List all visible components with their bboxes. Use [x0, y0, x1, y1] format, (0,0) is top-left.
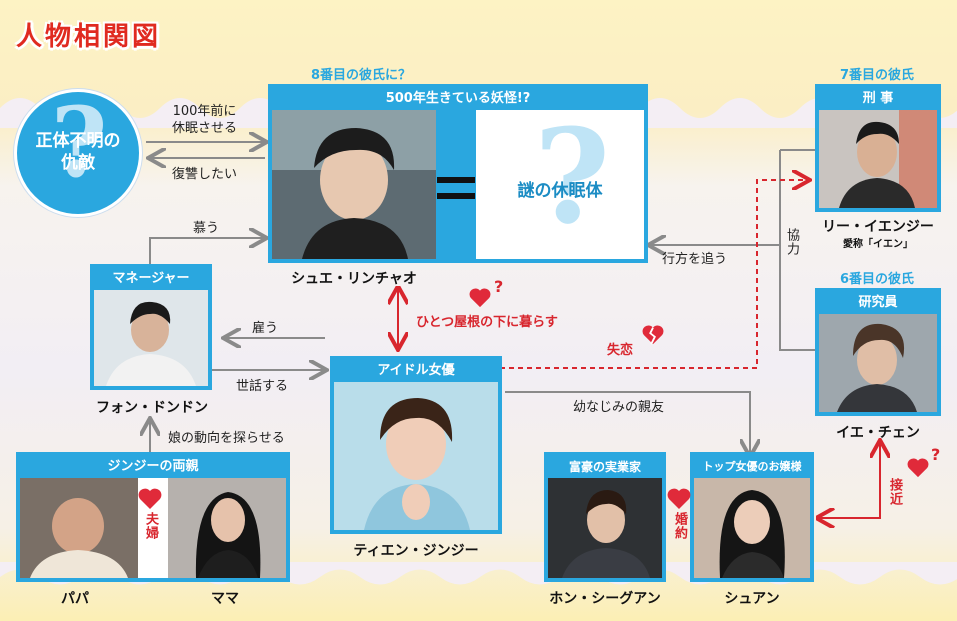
tycoon-photo	[548, 478, 662, 578]
boyfriend6-name: イエ・チェン	[836, 425, 920, 441]
line-cooperate-bottom	[779, 245, 815, 351]
couple-label: 夫婦	[143, 512, 158, 540]
relation-slept-100: 100年前に 休眠させる	[172, 104, 238, 136]
mystery-question-icon: ?	[534, 100, 611, 253]
love-heart-icon	[469, 288, 491, 308]
relation-hire: 雇う	[252, 321, 279, 336]
question-mark-icon: ?	[51, 86, 108, 199]
unknown-enemy-circle: ? 正体不明の 仇敵	[14, 86, 142, 217]
main-character-name: シュエ・リンチャオ	[291, 271, 417, 287]
relation-monitor: 娘の動向を探らせる	[168, 431, 285, 446]
boyfriend6-photo	[819, 314, 937, 412]
arrow-heartbreak	[500, 180, 808, 369]
engaged-heart-icon	[667, 488, 691, 509]
boyfriend7-card: 刑 事	[815, 84, 941, 212]
relation-approach: 接近	[887, 478, 902, 506]
boyfriend7-header: 刑 事	[862, 91, 894, 106]
boyfriend6-card: 研究員	[815, 288, 941, 416]
manager-name: フォン・ドンドン	[96, 400, 208, 416]
relation-care: 世話する	[236, 379, 289, 394]
relation-live-together: ひとつ屋根の下に暮らす	[416, 315, 558, 330]
parents-header: ジンジーの両親	[107, 459, 199, 474]
arrow-track	[650, 150, 781, 245]
relation-cooperate: 協力	[784, 228, 799, 256]
main-character-header: 500年生きている妖怪!?	[385, 91, 531, 106]
heiress-card: トップ女優のお嬢様	[690, 452, 814, 582]
mama-name: ママ	[211, 591, 239, 607]
boyfriend6-header: 研究員	[858, 295, 898, 310]
approach-heart-icon	[907, 458, 929, 478]
mystery-body-panel: ? 謎の休眠体	[476, 100, 644, 259]
idol-name: ティエン・ジンジー	[353, 543, 479, 559]
question-mark-icon-2: ?	[931, 445, 941, 464]
heiress-photo	[694, 478, 810, 578]
relation-track: 行方を追う	[662, 252, 728, 267]
manager-card: マネージャー	[90, 264, 212, 390]
boyfriend7-top-label: 7番目の彼氏	[839, 68, 915, 83]
arrow-childhood-friend	[505, 391, 750, 455]
heiress-header: トップ女優のお嬢様	[702, 460, 802, 473]
boyfriend6-top-label: 6番目の彼氏	[839, 272, 915, 287]
unknown-enemy-label: 正体不明の 仇敵	[35, 131, 121, 173]
boyfriend7-photo	[819, 110, 937, 208]
papa-name: パパ	[61, 591, 89, 607]
question-mark-icon-1: ?	[494, 277, 504, 296]
broken-heart-icon	[642, 325, 664, 345]
relation-revenge: 復讐したい	[172, 167, 238, 182]
papa-photo	[20, 478, 138, 578]
boyfriend7-nickname: 愛称「イエン」	[843, 239, 913, 250]
arrow-approach	[820, 442, 880, 518]
main-character-photo	[272, 110, 436, 259]
tycoon-name: ホン・シーグアン	[549, 591, 661, 607]
idol-card: アイドル女優	[330, 356, 502, 534]
idol-header: アイドル女優	[377, 363, 455, 378]
page-title: 人物相関図	[16, 22, 162, 52]
relation-childhood-friend: 幼なじみの親友	[573, 400, 665, 415]
mama-photo	[168, 478, 286, 578]
heiress-name: シュアン	[724, 591, 780, 607]
boyfriend7-name: リー・イエンジー	[822, 219, 934, 235]
manager-header: マネージャー	[112, 271, 190, 286]
couple-heart-icon	[138, 488, 162, 509]
engaged-label: 婚約	[672, 512, 687, 540]
relation-heartbreak: 失恋	[607, 343, 634, 358]
main-top-label: 8番目の彼氏に？	[310, 68, 412, 83]
tycoon-header: 富豪の実業家	[568, 460, 641, 474]
relation-admire: 慕う	[193, 221, 220, 236]
equals-sign-icon	[437, 177, 475, 201]
parents-card: ジンジーの両親	[16, 452, 290, 582]
main-character-card: 500年生きている妖怪!? ? 謎の休眠体	[268, 84, 648, 263]
manager-photo	[94, 290, 208, 386]
tycoon-card: 富豪の実業家	[544, 452, 666, 582]
mystery-body-label: 謎の休眠体	[517, 181, 603, 201]
idol-photo	[334, 382, 498, 530]
